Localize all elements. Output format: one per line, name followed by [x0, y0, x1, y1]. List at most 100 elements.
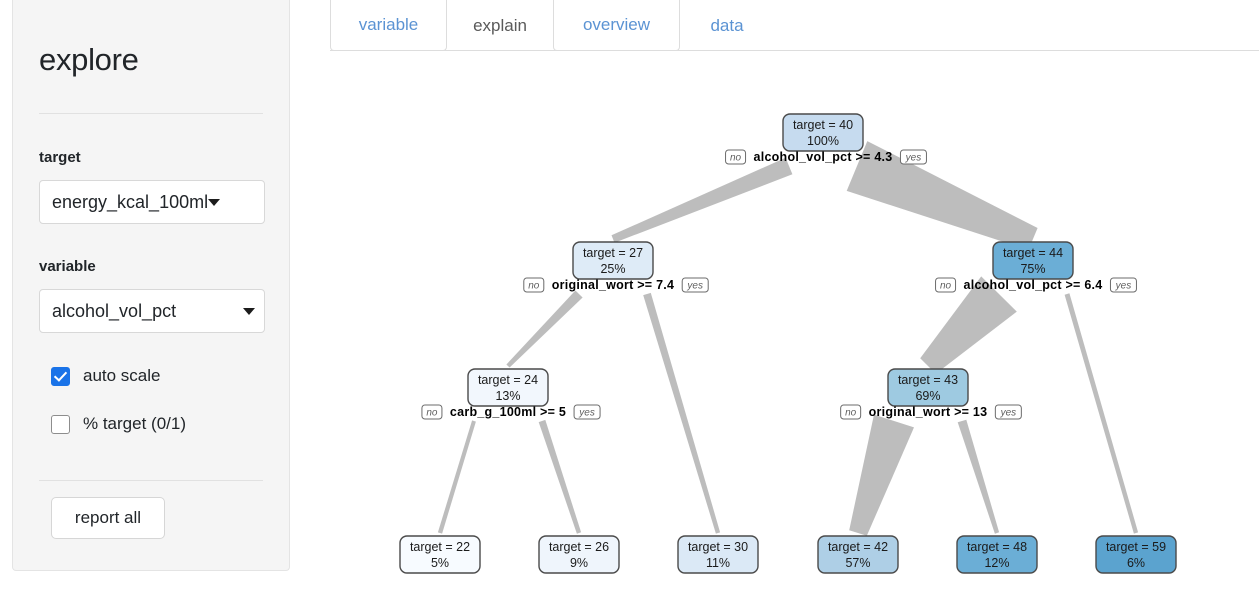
tree-split-row: original_wort >= 13 no yes	[840, 404, 1022, 420]
tree-node-value: target = 27	[583, 246, 643, 260]
tree-edge-yes	[1064, 293, 1139, 534]
target-select[interactable]: energy_kcal_100ml	[39, 180, 265, 224]
tree-node-box[interactable]	[677, 535, 759, 574]
triangle-down-icon	[243, 307, 255, 315]
tree-node-value: target = 48	[967, 540, 1027, 554]
tree-branch-badge-no	[840, 404, 862, 420]
tree-branch-badge-no	[725, 149, 747, 165]
tree-node-value: target = 43	[898, 373, 958, 387]
tab-explain[interactable]: explain	[448, 0, 552, 51]
tree-edge-yes	[846, 141, 1038, 250]
report-all-button[interactable]: report all	[51, 497, 165, 539]
tree-branch-badge-label: no	[528, 281, 540, 292]
tree-split-row: alcohol_vol_pct >= 6.4 no yes	[935, 277, 1137, 293]
tree-branch-badge-yes	[573, 404, 601, 420]
tree-node-box[interactable]	[538, 535, 620, 574]
tree-node[interactable]: target = 27 25%	[572, 241, 654, 280]
tree-branch-badge-label: no	[845, 408, 857, 419]
triangle-down-icon	[208, 198, 221, 206]
tree-node-value: target = 24	[478, 373, 538, 387]
tree-split-condition: original_wort >= 13	[869, 405, 988, 419]
tree-node-box[interactable]	[887, 368, 969, 407]
tree-branch-badge-label: yes	[686, 281, 703, 292]
tree-node-box[interactable]	[956, 535, 1038, 574]
auto-scale-label: auto scale	[83, 366, 161, 385]
tree-split-condition: original_wort >= 7.4	[552, 278, 674, 292]
variable-select-value: alcohol_vol_pct	[52, 300, 177, 321]
tree-node[interactable]: target = 24 13%	[467, 368, 549, 407]
tree-node[interactable]: target = 26 9%	[538, 535, 620, 574]
auto-scale-checkbox[interactable]	[51, 366, 70, 386]
tree-split-condition: carb_g_100ml >= 5	[450, 405, 566, 419]
tree-node-box[interactable]	[992, 241, 1074, 280]
tree-node[interactable]: target = 48 12%	[956, 535, 1038, 574]
tree-node-box[interactable]	[572, 241, 654, 280]
tree-node-pct: 75%	[1020, 262, 1045, 276]
tree-node-box[interactable]	[467, 368, 549, 407]
tree-edge-yes	[643, 292, 721, 534]
tree-node-pct: 12%	[984, 556, 1009, 570]
pct-target-checkbox[interactable]	[51, 414, 70, 434]
variable-field-label: variable	[39, 258, 96, 275]
tree-node-box[interactable]	[782, 113, 864, 152]
tree-branch-badge-label: yes	[1115, 281, 1132, 292]
tree-node-value: target = 26	[549, 540, 609, 554]
pct-target-label: % target (0/1)	[83, 414, 186, 433]
tree-branch-badge-no	[523, 277, 545, 293]
tree-edge-no	[506, 290, 583, 368]
tree-branch-badge-no	[935, 277, 957, 293]
variable-select[interactable]: alcohol_vol_pct	[39, 289, 265, 333]
tree-node-pct: 9%	[570, 556, 588, 570]
tree-branch-badge-label: no	[730, 153, 742, 164]
tree-node-pct: 6%	[1127, 556, 1145, 570]
tab-data[interactable]: data	[710, 15, 744, 35]
tree-node-box[interactable]	[399, 535, 481, 574]
tree-branch-badge-no	[421, 404, 443, 420]
tree-branch-badge-label: no	[426, 408, 438, 419]
tree-split-condition: alcohol_vol_pct >= 4.3	[754, 150, 893, 164]
tree-edge-yes	[538, 419, 582, 534]
tree-branch-badge-label: yes	[1000, 408, 1017, 419]
tree-node-value: target = 42	[828, 540, 888, 554]
tab-bar: variable explain overview data	[330, 0, 1259, 52]
tree-edges-layer	[437, 141, 1139, 536]
sidebar-divider-bottom	[39, 480, 263, 481]
tree-branch-badge-label: no	[940, 281, 952, 292]
tree-branch-badge-yes	[994, 404, 1022, 420]
tree-split-row: alcohol_vol_pct >= 4.3 no yes	[725, 149, 927, 165]
tree-node-value: target = 44	[1003, 246, 1063, 260]
tree-edge-no	[437, 420, 476, 534]
sidebar-divider-top	[39, 113, 263, 114]
tree-node-value: target = 59	[1106, 540, 1166, 554]
tree-node-box[interactable]	[817, 535, 899, 574]
page-title: explore	[39, 42, 139, 77]
tab-overview[interactable]: overview	[553, 0, 680, 51]
tree-node[interactable]: target = 44 75%	[992, 241, 1074, 280]
tree-node-pct: 25%	[600, 262, 625, 276]
tree-node-value: target = 30	[688, 540, 748, 554]
tree-node-pct: 5%	[431, 556, 449, 570]
auto-scale-checkbox-row[interactable]: auto scale	[51, 366, 161, 386]
pct-target-checkbox-row[interactable]: % target (0/1)	[51, 414, 186, 434]
tree-node[interactable]: target = 59 6%	[1095, 535, 1177, 574]
tab-variable[interactable]: variable	[330, 0, 447, 51]
tree-split-condition: alcohol_vol_pct >= 6.4	[964, 278, 1103, 292]
tree-node-box[interactable]	[1095, 535, 1177, 574]
tree-node-value: target = 40	[793, 118, 853, 132]
tree-edge-no	[849, 414, 914, 536]
tree-node-value: target = 22	[410, 540, 470, 554]
tree-branch-badge-label: yes	[905, 153, 922, 164]
tree-node[interactable]: target = 22 5%	[399, 535, 481, 574]
tree-node-pct: 13%	[495, 389, 520, 403]
tree-edge-yes	[957, 419, 1000, 534]
tree-edge-no	[611, 157, 793, 243]
